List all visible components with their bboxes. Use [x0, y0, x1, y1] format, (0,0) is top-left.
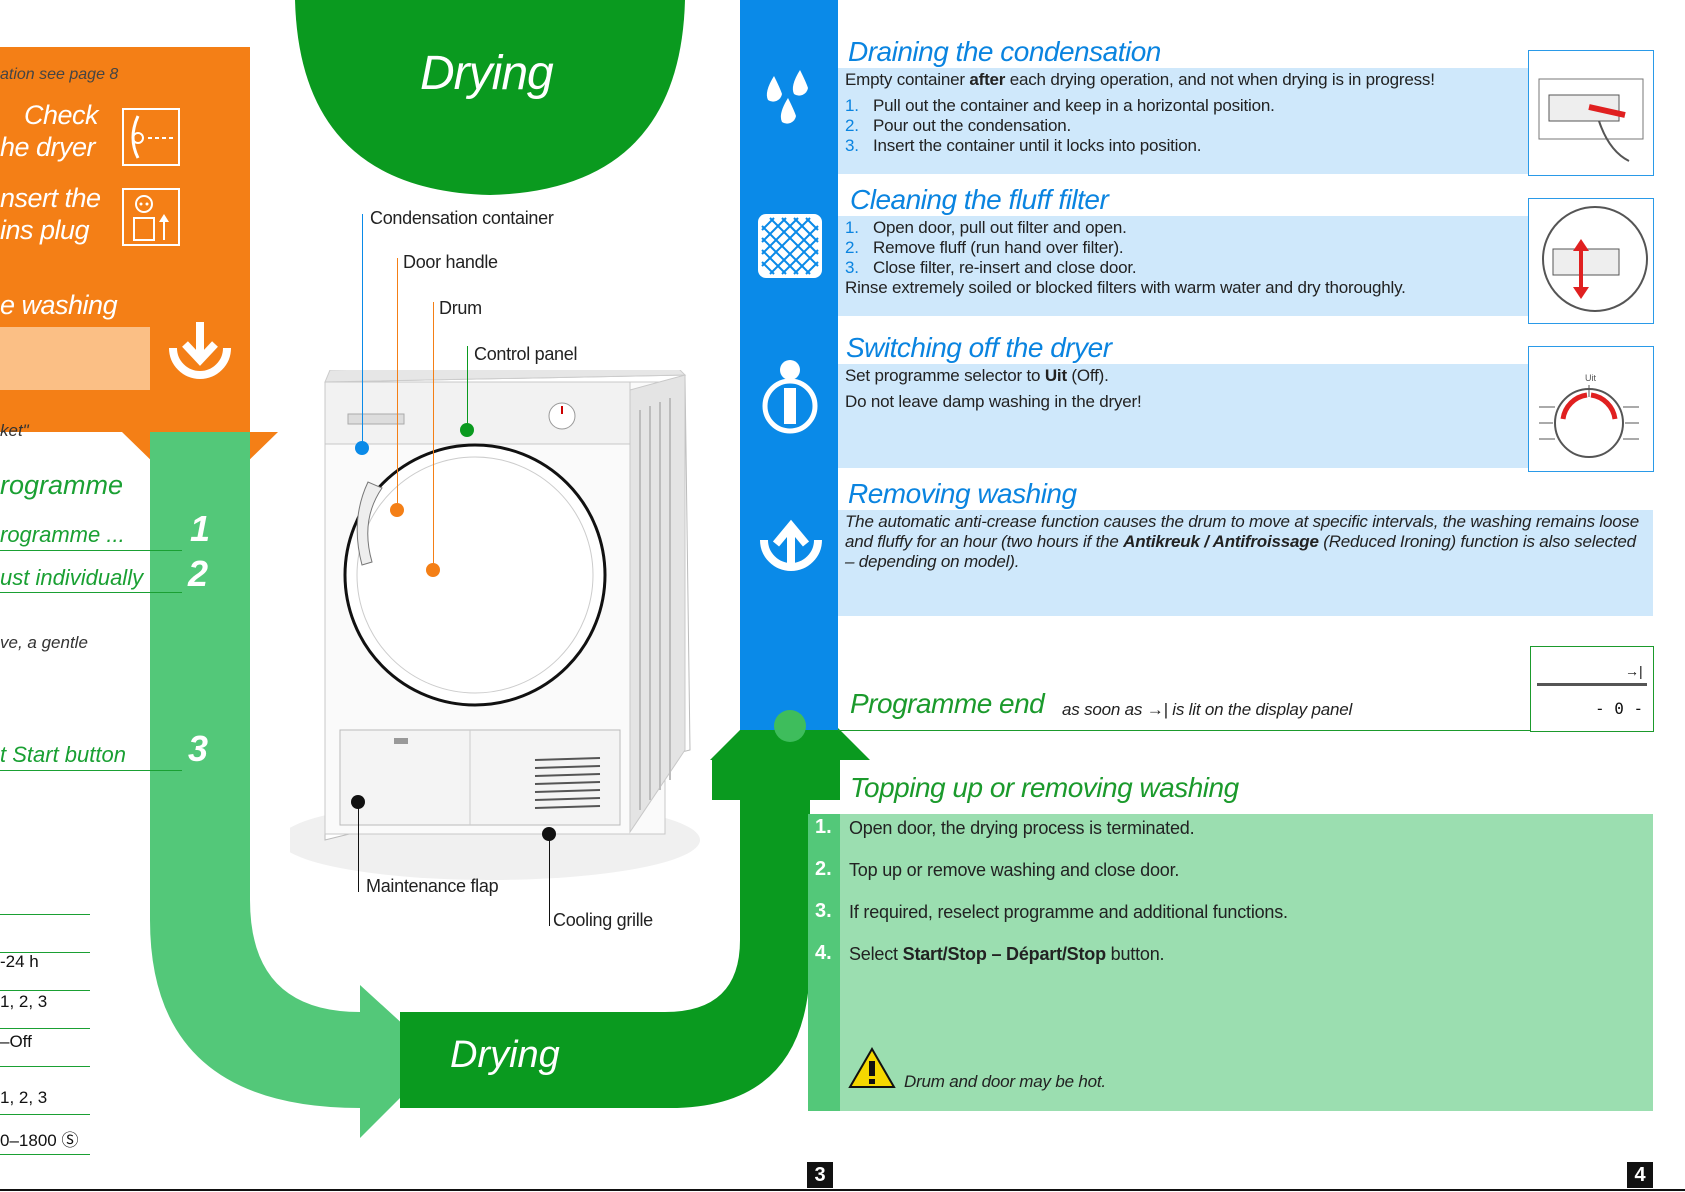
removing-text: The automatic anti-crease function cause…	[845, 512, 1640, 571]
draining-steps: 1.Pull out the container and keep in a h…	[845, 96, 1275, 155]
dial-label: Uit	[1585, 373, 1596, 383]
fluff-rinse: Rinse extremely soiled or blocked filter…	[845, 278, 1406, 297]
step1-text: rogramme ...	[0, 522, 125, 547]
callout-dot-cooling	[542, 827, 556, 841]
programme-heading: rogramme	[0, 470, 124, 500]
topping-step-text: If required, reselect programme and addi…	[849, 902, 1288, 922]
warning-text: Drum and door may be hot.	[904, 1072, 1106, 1091]
label-door-handle: Door handle	[403, 252, 498, 272]
step2-number: 2	[188, 553, 209, 594]
door-open-icon	[122, 108, 180, 166]
topping-step-4: Select Start/Stop – Départ/Stop button.	[849, 944, 1165, 964]
warning-icon	[848, 1047, 896, 1088]
label-maintenance-flap: Maintenance flap	[366, 876, 499, 896]
topping-title: Topping up or removing washing	[850, 772, 1239, 803]
topping-step-number: 2.	[815, 858, 832, 880]
callout-dot-condensation	[355, 441, 369, 455]
table-cell: 1, 2, 3	[0, 992, 48, 1011]
insert-line-1: nsert the	[0, 183, 101, 213]
draining-title: Draining the condensation	[848, 36, 1161, 67]
load-down-icon	[169, 322, 231, 379]
draining-intro: Empty container after each drying operat…	[845, 70, 1435, 89]
topping-step-text: Top up or remove washing and close door.	[849, 860, 1180, 880]
step3-number: 3	[188, 728, 209, 769]
label-cooling-grille: Cooling grille	[553, 910, 653, 930]
note-see-page: ation see page 8	[0, 66, 119, 83]
check-line-2: he dryer	[0, 132, 96, 162]
insert-line-2: ins plug	[0, 215, 90, 245]
step1-number: 1	[190, 508, 211, 549]
step-note-text: ve, a gentle	[0, 633, 88, 652]
display-arrow: →|	[1625, 663, 1643, 679]
step3-text: t Start button	[0, 742, 126, 767]
page-number-right: 4	[1627, 1162, 1653, 1188]
topping-step-text: Open door, the drying process is termina…	[849, 818, 1195, 838]
label-control-panel: Control panel	[474, 344, 578, 364]
label-drum: Drum	[439, 298, 482, 318]
callout-dot-control-panel	[460, 423, 474, 437]
programme-end-title: Programme end	[850, 688, 1045, 719]
fluff-title: Cleaning the fluff filter	[850, 184, 1109, 215]
callout-dot-door-handle	[390, 503, 404, 517]
switch-off-title: Switching off the dryer	[846, 332, 1112, 363]
display-value: - 0 -	[1595, 699, 1644, 718]
dryer-illustration	[290, 370, 700, 880]
drying-title: Drying	[420, 47, 554, 100]
table-cell: -24 h	[0, 952, 39, 971]
fluff-steps: 1.Open door, pull out filter and open. 2…	[845, 218, 1465, 298]
draining-image	[1528, 50, 1654, 176]
filter-mesh-icon	[758, 214, 822, 278]
table-cell: 0–1800 Ⓢ	[0, 1131, 79, 1150]
topping-step-number: 3.	[815, 900, 832, 922]
table-cell: 1, 2, 3	[0, 1088, 48, 1107]
step2-text: ust individually	[0, 565, 144, 590]
fluff-filter-image	[1528, 198, 1654, 324]
callout-dot-maintenance	[351, 795, 365, 809]
unload-up-icon	[760, 519, 822, 571]
switch-off-line2: Do not leave damp washing in the dryer!	[845, 392, 1142, 411]
topping-step-number: 4.	[815, 942, 832, 964]
mains-plug-icon	[122, 188, 180, 246]
basket-text: ket"	[0, 421, 29, 440]
programme-dial-image: Uit	[1528, 346, 1654, 472]
callout-dot-drum	[426, 563, 440, 577]
check-line-1: Check	[24, 100, 99, 130]
drying-bottom-label: Drying	[450, 1034, 560, 1076]
display-panel-image: →| - 0 -	[1530, 646, 1654, 732]
table-cell: –Off	[0, 1032, 32, 1051]
topping-step-number: 1.	[815, 816, 832, 838]
washing-heading: e washing	[0, 290, 118, 320]
water-drops-icon	[766, 70, 808, 124]
info-icon	[762, 360, 818, 434]
removing-title: Removing washing	[848, 478, 1077, 509]
programme-end-sub: as soon as →| is lit on the display pane…	[1062, 700, 1353, 719]
switch-off-line1: Set programme selector to Uit (Off).	[845, 366, 1109, 385]
label-condensation-container: Condensation container	[370, 208, 554, 228]
page-number-left: 3	[807, 1162, 833, 1188]
